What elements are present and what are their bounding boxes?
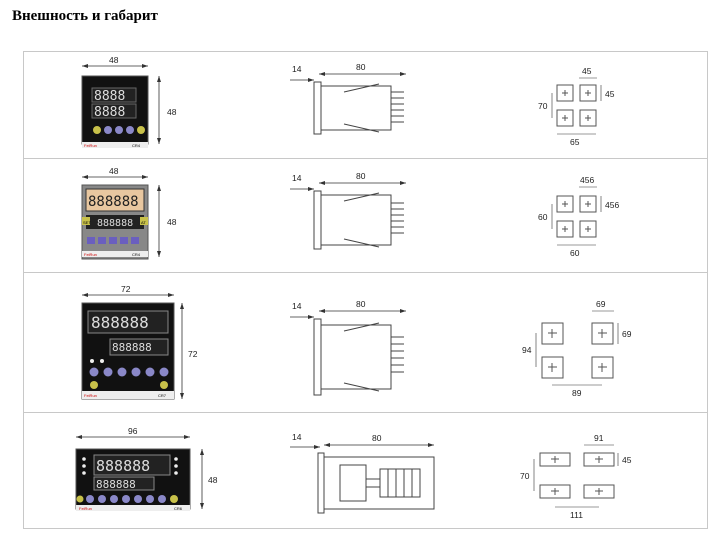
at-key-label: AT [141,220,146,225]
brand-logo: FeiRun [84,252,97,257]
front-width-label: 48 [109,166,119,176]
front-height-label: 48 [208,475,218,485]
model-label: CR6 [174,506,183,511]
table-row: 72 888888 888888 FeiRun CR7 72 [24,272,707,412]
cutout-pitch-h-label: 60 [570,248,580,258]
side-view-drawing: 14 80 [284,159,464,272]
front-view-drawing: 72 888888 888888 FeiRun CR7 72 [24,273,244,412]
svg-text:888888: 888888 [112,341,152,354]
svg-text:888888: 888888 [96,457,150,475]
side-view-drawing: 14 80 [284,413,464,528]
model-label: CR4 [132,143,141,148]
front-width-label: 72 [121,284,131,294]
cutout-pitch-v-label: 94 [522,345,532,355]
model-label: CR4 [132,252,141,257]
front-width-label: 48 [109,55,119,65]
side-view-drawing: 14 80 [284,273,464,412]
cutout-pitch-v-label: 60 [538,212,548,222]
side-front-label: 14 [292,301,302,311]
front-height-label: 48 [167,217,177,227]
cutout-height-label: 69 [622,329,632,339]
cutout-width-label: 69 [596,299,606,309]
model-label: CR7 [158,393,167,398]
svg-text:8888: 8888 [94,105,125,120]
svg-text:888888: 888888 [88,194,139,210]
cutout-height-label: 45 [622,455,632,465]
cutout-pitch-h-label: 89 [572,388,582,398]
side-depth-label: 80 [356,299,366,309]
brand-logo: FeiRun [79,506,92,511]
svg-text:888888: 888888 [91,313,149,332]
set-key-label: SET [83,220,91,225]
panel-cutout-drawing: 69 69 94 89 [514,273,709,412]
front-height-label: 72 [188,349,198,359]
front-width-label: 96 [128,426,138,436]
cutout-width-label: 45 [582,66,592,76]
svg-text:8888: 8888 [94,89,125,104]
side-front-label: 14 [292,432,302,442]
cutout-pitch-h-label: 65 [570,137,580,147]
panel-cutout-drawing: 91 45 70 111 [514,413,709,528]
front-view-drawing: 48 8888 8888 FeiRun CR4 48 [24,52,244,158]
table-row: 48 888888 888888 SET AT FeiRun CR4 48 [24,158,707,272]
cutout-pitch-v-label: 70 [520,471,530,481]
cutout-height-label: 45 [605,89,615,99]
brand-logo: FeiRun [84,143,97,148]
cutout-pitch-v-label: 70 [538,101,548,111]
cutout-height-label: 456 [605,200,619,210]
brand-logo: FeiRun [84,393,97,398]
side-front-label: 14 [292,173,302,183]
cutout-width-label: 91 [594,433,604,443]
front-view-drawing: 96 888888 888888 FeiRun CR6 48 [24,413,244,528]
front-view-drawing: 48 888888 888888 SET AT FeiRun CR4 48 [24,159,244,272]
side-depth-label: 80 [356,62,366,72]
dimension-table: 48 8888 8888 FeiRun CR4 48 14 [23,51,708,529]
cutout-width-label: 456 [580,175,594,185]
side-depth-label: 80 [356,171,366,181]
table-row: 96 888888 888888 FeiRun CR6 48 [24,412,707,528]
side-depth-label: 80 [372,433,382,443]
cutout-pitch-h-label: 111 [570,510,583,520]
svg-text:888888: 888888 [97,218,133,229]
panel-cutout-drawing: 456 456 60 60 [514,159,709,272]
svg-text:888888: 888888 [96,478,136,491]
panel-cutout-drawing: 45 45 70 65 [514,52,709,158]
side-view-drawing: 14 80 [284,52,464,158]
table-row: 48 8888 8888 FeiRun CR4 48 14 [24,52,707,158]
page-title: Внешность и габарит [12,8,158,24]
front-height-label: 48 [167,107,177,117]
side-front-label: 14 [292,64,302,74]
